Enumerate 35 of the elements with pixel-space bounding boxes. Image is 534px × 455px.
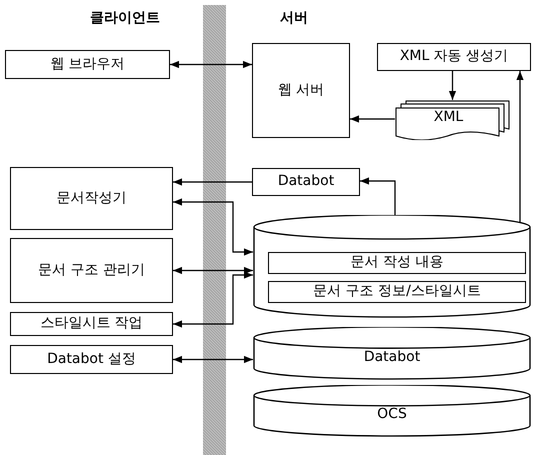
process-box: [10, 312, 173, 336]
node-label: Databot: [278, 173, 334, 191]
node-label: 문서 구조 정보/스타일시트: [313, 283, 481, 301]
node-label: Databot 설정: [47, 350, 136, 368]
arrow: [350, 115, 395, 123]
arrow: [360, 177, 396, 215]
process-box: [268, 252, 526, 274]
node-label: 문서 작성 내용: [350, 254, 444, 272]
arrow: [173, 266, 253, 274]
arrow: [173, 271, 253, 328]
column-heading: 서버: [280, 9, 308, 28]
arrow: [516, 71, 524, 222]
process-box: [10, 167, 173, 230]
arrow: [448, 71, 456, 100]
node-label: 문서작성기: [56, 190, 126, 208]
arrow: [173, 198, 253, 256]
process-box: [5, 50, 170, 79]
node-label: 웹 브라우저: [50, 56, 125, 74]
node-label: XML: [434, 109, 464, 127]
node-label: 문서 구조 관리기: [38, 262, 145, 280]
process-box: [377, 43, 531, 71]
process-box: [252, 168, 360, 196]
arrow: [173, 356, 253, 364]
node-label: 웹 서버: [278, 82, 324, 100]
node-label: 스타일시트 작업: [40, 315, 143, 333]
process-box: [10, 345, 173, 374]
process-box: [10, 238, 173, 303]
arrow: [173, 178, 252, 186]
column-heading: 클라이언트: [90, 9, 160, 28]
arrow: [170, 60, 252, 68]
process-box: [252, 43, 350, 138]
process-box: [268, 281, 526, 303]
node-label: OCS: [377, 406, 407, 424]
node-label: Databot: [364, 348, 420, 366]
node-label: XML 자동 생성기: [400, 48, 508, 66]
